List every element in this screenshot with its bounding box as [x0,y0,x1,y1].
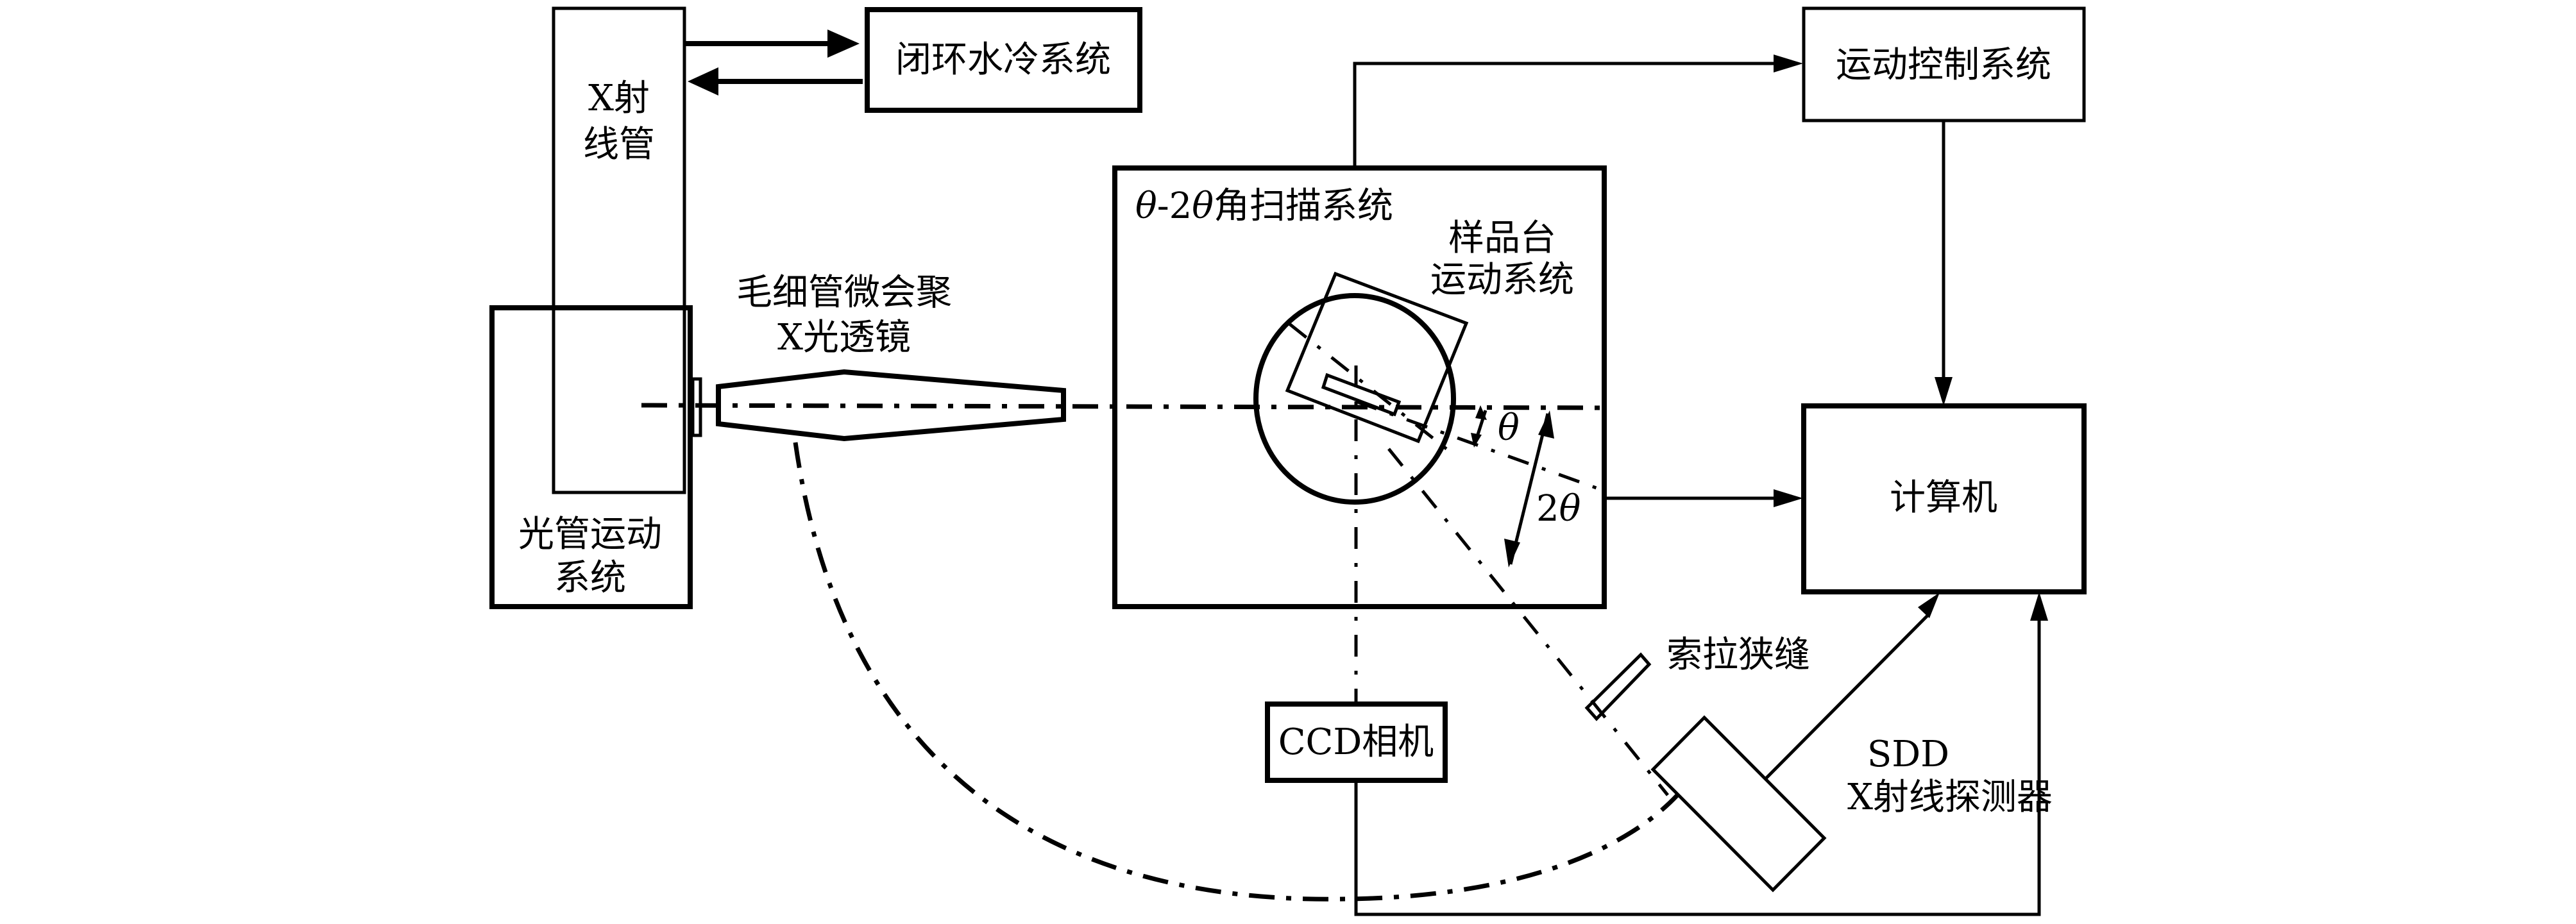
scan-system-label: θ-2θ角扫描系统 [1135,185,1393,227]
beam-to-detector [1387,448,1669,796]
scan-system-box [1112,165,1607,609]
diffracted-beam [1355,399,1604,492]
sdd-label-2: X射线探测器 [1847,777,2053,818]
two-theta-arrowhead-down [1504,539,1520,567]
edge-ccd-to-computer [1354,619,2041,916]
scan-dash: -2 [1157,185,1192,227]
ccd-label: CCD相机 [1278,721,1434,763]
sdd-detector [1650,715,1827,893]
arrowhead-tube-to-cooling [827,29,860,58]
sample-stage-label-2: 运动系统 [1430,259,1574,301]
motion-control-label: 运动控制系统 [1836,44,2051,86]
two-theta-num: 2 [1536,488,1559,530]
two-theta-label: 2θ [1536,488,1580,530]
scan-theta: θ [1135,185,1157,227]
tube-motion-box [489,305,693,609]
xray-tube-box [552,6,686,494]
scan-text: 角扫描系统 [1214,185,1393,227]
arrowhead-scan-to-motion [1774,55,1803,72]
capillary-lens [716,369,1066,442]
sdd-label-1: SDD [1867,734,1949,775]
theta-arrowhead-down [1471,433,1482,448]
lens-label-2: X光透镜 [777,317,911,358]
scan-theta2: θ [1192,185,1214,227]
soller-slit-label: 索拉狭缝 [1666,634,1810,676]
soller-slit [1584,652,1652,721]
arrowhead-motion-to-computer [1935,377,1953,406]
computer-label: 计算机 [1890,477,1997,519]
tube-motion-label-1: 光管运动 [518,514,662,555]
arrowhead-scan-to-computer [1774,489,1803,507]
two-theta-sym: θ [1559,488,1581,530]
goniometer-circle [1253,293,1456,505]
theta-arrowhead-up [1475,405,1487,420]
arrowhead-ccd-to-computer [2030,592,2048,621]
water-cooling-box [865,7,1142,113]
theta-label: θ [1498,407,1520,449]
sample-stage-label-1: 样品台 [1448,217,1556,259]
arrowhead-cooling-to-tube [688,67,718,96]
xray-tube-label-2: 线管 [583,124,655,165]
computer-box [1801,403,2087,594]
beam-axis [641,403,1604,410]
focal-circle-arc [793,442,1679,902]
xray-tube-label-1: X射 [588,78,650,119]
two-theta-arrow [1509,413,1550,565]
tube-motion-label-2: 系统 [554,557,626,599]
water-cooling-label: 闭环水冷系统 [895,39,1111,81]
edge-sdd-to-computer [1765,614,1929,780]
arrowhead-sdd-to-computer [1918,592,1940,618]
sample-normal [1288,323,1448,450]
sample-stage-square [1285,271,1469,444]
two-theta-arrowhead-up [1538,410,1554,439]
lens-label-1: 毛细管微会聚 [736,272,952,314]
edge-scan-to-motion [1353,62,1777,168]
